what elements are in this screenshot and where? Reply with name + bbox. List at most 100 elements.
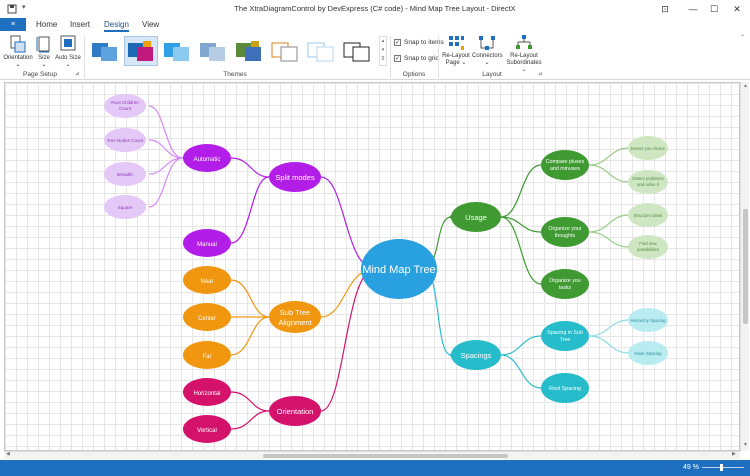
minimize-button[interactable]: — xyxy=(688,4,698,14)
quick-access-dropdown-icon[interactable]: ▾ xyxy=(22,4,26,11)
theme-1[interactable] xyxy=(88,36,122,66)
node-tree-nodes-label: Tree Nodes Count xyxy=(107,138,144,143)
layout-launcher-icon[interactable]: ⊿ xyxy=(538,71,543,77)
node-automatic[interactable]: Automatic xyxy=(183,144,231,172)
close-button[interactable]: ✕ xyxy=(733,4,741,14)
theme-preview-icon xyxy=(128,41,153,61)
size-button[interactable]: Size⌄ xyxy=(35,35,53,69)
options-group-label: Options xyxy=(402,71,426,78)
theme-7[interactable] xyxy=(304,36,338,66)
node-usage-label: Usage xyxy=(465,213,487,222)
node-node-spacing[interactable]: Node Spacing xyxy=(628,341,668,365)
theme-8[interactable] xyxy=(340,36,374,66)
connector-subtree-far xyxy=(230,316,270,356)
node-far[interactable]: Far xyxy=(183,341,231,369)
node-organize-thoughts[interactable]: Organize your thoughts xyxy=(541,217,589,247)
node-detect-problems[interactable]: Detect problems and solve it xyxy=(628,170,668,194)
tab-design[interactable]: Design xyxy=(104,20,129,32)
node-tree-nodes-count[interactable]: Tree Nodes Count xyxy=(104,128,146,152)
node-structure-ideas[interactable]: Structure ideas xyxy=(628,203,668,227)
zoom-slider-knob[interactable] xyxy=(720,464,723,471)
node-structure-ideas-label: Structure ideas xyxy=(634,213,663,218)
snap-to-grid-checkbox[interactable]: ✓Snap to grid xyxy=(394,55,440,62)
node-detect-problems-label-2: and solve it xyxy=(637,182,660,187)
connector-thoughts-structure xyxy=(588,214,630,233)
separator xyxy=(390,36,391,78)
horizontal-scrollbar[interactable]: ◀ ▶ xyxy=(4,451,740,459)
theme-4[interactable] xyxy=(196,36,230,66)
horizontal-scroll-thumb[interactable] xyxy=(263,454,508,458)
snap-to-items-checkbox[interactable]: ✓Snap to items xyxy=(394,39,444,46)
node-organize-tasks[interactable]: Organize you tasks xyxy=(541,269,589,299)
connectors-button[interactable]: Connectors⌄ xyxy=(472,35,503,67)
auto-size-button[interactable]: Auto Size⌄ xyxy=(55,35,81,69)
node-root-label: Mind Map Tree xyxy=(362,264,435,276)
theme-3[interactable] xyxy=(160,36,194,66)
tab-insert[interactable]: Insert xyxy=(70,20,91,29)
node-manual[interactable]: Manual xyxy=(183,229,231,257)
node-near[interactable]: Near xyxy=(183,266,231,294)
node-horizontal[interactable]: Horizontal xyxy=(183,378,231,406)
connector-spacings-root xyxy=(500,354,542,389)
node-vertical[interactable]: Vertical xyxy=(183,415,231,443)
connector-subtree-near xyxy=(230,279,270,318)
maximize-button[interactable]: ☐ xyxy=(709,4,719,14)
scroll-up-icon[interactable]: ▲ xyxy=(743,83,748,89)
title-bar: ▾ The XtraDiagramControl by DevExpress (… xyxy=(0,0,750,18)
connector-compare-problems xyxy=(588,164,630,183)
node-spacing-sub-label-2: Tree xyxy=(560,337,571,343)
diagram-canvas[interactable]: Mind Map Tree Split modes Automatic Manu… xyxy=(4,82,740,451)
window-title: The XtraDiagramControl by DevExpress (C#… xyxy=(234,4,516,13)
node-tasks-label-2: tasks xyxy=(559,285,572,291)
node-sub-tree-alignment[interactable]: Sub Tree Alignment xyxy=(269,301,321,333)
node-split-modes-label: Split modes xyxy=(275,173,314,182)
connectors-icon xyxy=(479,36,495,50)
node-detect-choice[interactable]: Detect you choice xyxy=(628,136,668,160)
collapse-ribbon-icon[interactable]: ⌃ xyxy=(740,35,746,41)
gallery-scroll-buttons[interactable]: ▴▾⊽ xyxy=(379,36,387,66)
layout-group-label: Layout xyxy=(482,71,502,78)
node-root-spacing[interactable]: Root Spacing xyxy=(541,373,589,403)
node-center[interactable]: Center xyxy=(183,303,231,331)
node-thoughts-label-2: thoughts xyxy=(555,233,576,239)
zoom-slider[interactable] xyxy=(702,464,744,471)
node-compare-pluses[interactable]: Compare pluses and minuses xyxy=(541,150,589,180)
scroll-left-icon[interactable]: ◀ xyxy=(6,451,10,457)
app-icon[interactable] xyxy=(7,4,17,14)
node-root[interactable]: Mind Map Tree xyxy=(361,239,437,299)
vertical-scrollbar[interactable]: ▲ ▼ xyxy=(740,82,749,451)
restore-ribbon-icon[interactable]: ⊡ xyxy=(661,4,669,14)
connector-split-automatic xyxy=(230,157,270,178)
tab-view[interactable]: View xyxy=(142,20,160,29)
theme-preview-icon xyxy=(236,41,261,61)
scroll-down-icon[interactable]: ▼ xyxy=(743,442,748,448)
node-orientation-label: Orientation xyxy=(277,407,314,416)
page-setup-launcher-icon[interactable]: ⊿ xyxy=(75,71,80,77)
node-spacing-in-sub-tree[interactable]: Spacing in Sub Tree xyxy=(541,321,589,351)
theme-preview-icon xyxy=(164,43,189,61)
node-orientation[interactable]: Orientation xyxy=(269,396,321,426)
node-breadth[interactable]: Breadth xyxy=(104,162,146,186)
node-find-new[interactable]: Find new possibilities xyxy=(628,235,668,259)
node-root-children-count[interactable]: Root Children Count xyxy=(104,94,146,118)
node-hierarchy-spacing[interactable]: Hierarchy Spacing xyxy=(628,308,668,332)
node-find-new-label-2: possibilities xyxy=(637,247,659,252)
theme-preview-icon xyxy=(271,42,298,62)
theme-6[interactable] xyxy=(268,36,302,66)
vertical-scroll-thumb[interactable] xyxy=(743,209,748,324)
scroll-right-icon[interactable]: ▶ xyxy=(732,451,736,457)
node-usage[interactable]: Usage xyxy=(451,202,501,232)
connector-orientation-horizontal xyxy=(230,391,270,412)
theme-5[interactable] xyxy=(232,36,266,66)
node-square[interactable]: Square xyxy=(104,195,146,219)
file-menu-button[interactable]: ≡ xyxy=(0,18,26,31)
node-spacings[interactable]: Spacings xyxy=(451,340,501,370)
status-bar: 49 % xyxy=(0,460,750,476)
theme-2[interactable] xyxy=(124,36,158,66)
tab-home[interactable]: Home xyxy=(36,20,58,29)
node-split-modes[interactable]: Split modes xyxy=(269,162,321,192)
orientation-button[interactable]: Orientation⌄ xyxy=(3,35,33,69)
page-setup-group-label: Page Setup xyxy=(23,71,57,78)
